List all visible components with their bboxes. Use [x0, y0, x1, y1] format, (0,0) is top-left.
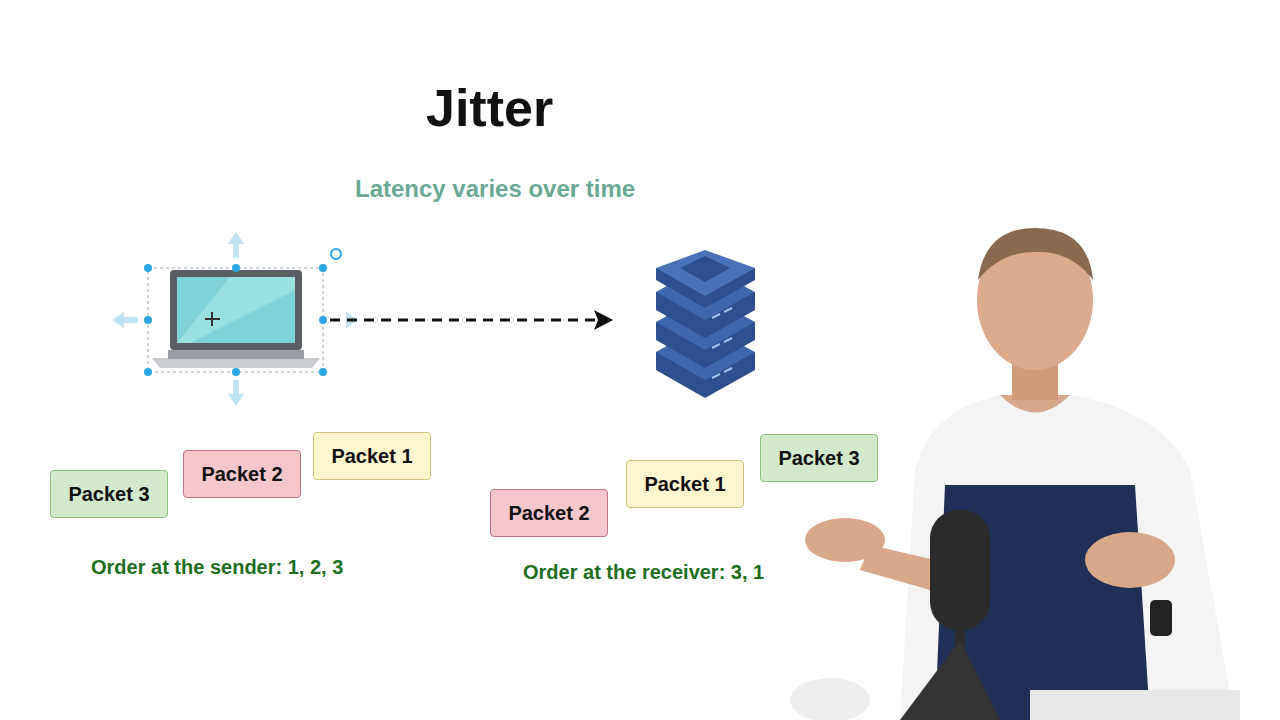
packet-label: Packet 2	[508, 502, 589, 525]
packet-box: Packet 3	[760, 434, 878, 482]
laptop-icon	[112, 232, 358, 406]
title: Jitter	[426, 78, 553, 138]
packet-box: Packet 3	[50, 470, 168, 518]
packet-box: Packet 2	[183, 450, 301, 498]
packet-label: Packet 2	[201, 463, 282, 486]
order-note: Order at the receiver: 3, 1	[523, 561, 764, 584]
packet-label: Packet 3	[778, 447, 859, 470]
dashed-arrow	[330, 310, 613, 330]
packet-box: Packet 1	[626, 460, 744, 508]
packet-label: Packet 1	[644, 473, 725, 496]
packet-label: Packet 3	[68, 483, 149, 506]
server-icon	[656, 250, 755, 398]
packet-box: Packet 2	[490, 489, 608, 537]
order-note: Order at the sender: 1, 2, 3	[91, 556, 343, 579]
packet-box: Packet 1	[313, 432, 431, 480]
subtitle: Latency varies over time	[355, 175, 635, 203]
packet-label: Packet 1	[331, 445, 412, 468]
